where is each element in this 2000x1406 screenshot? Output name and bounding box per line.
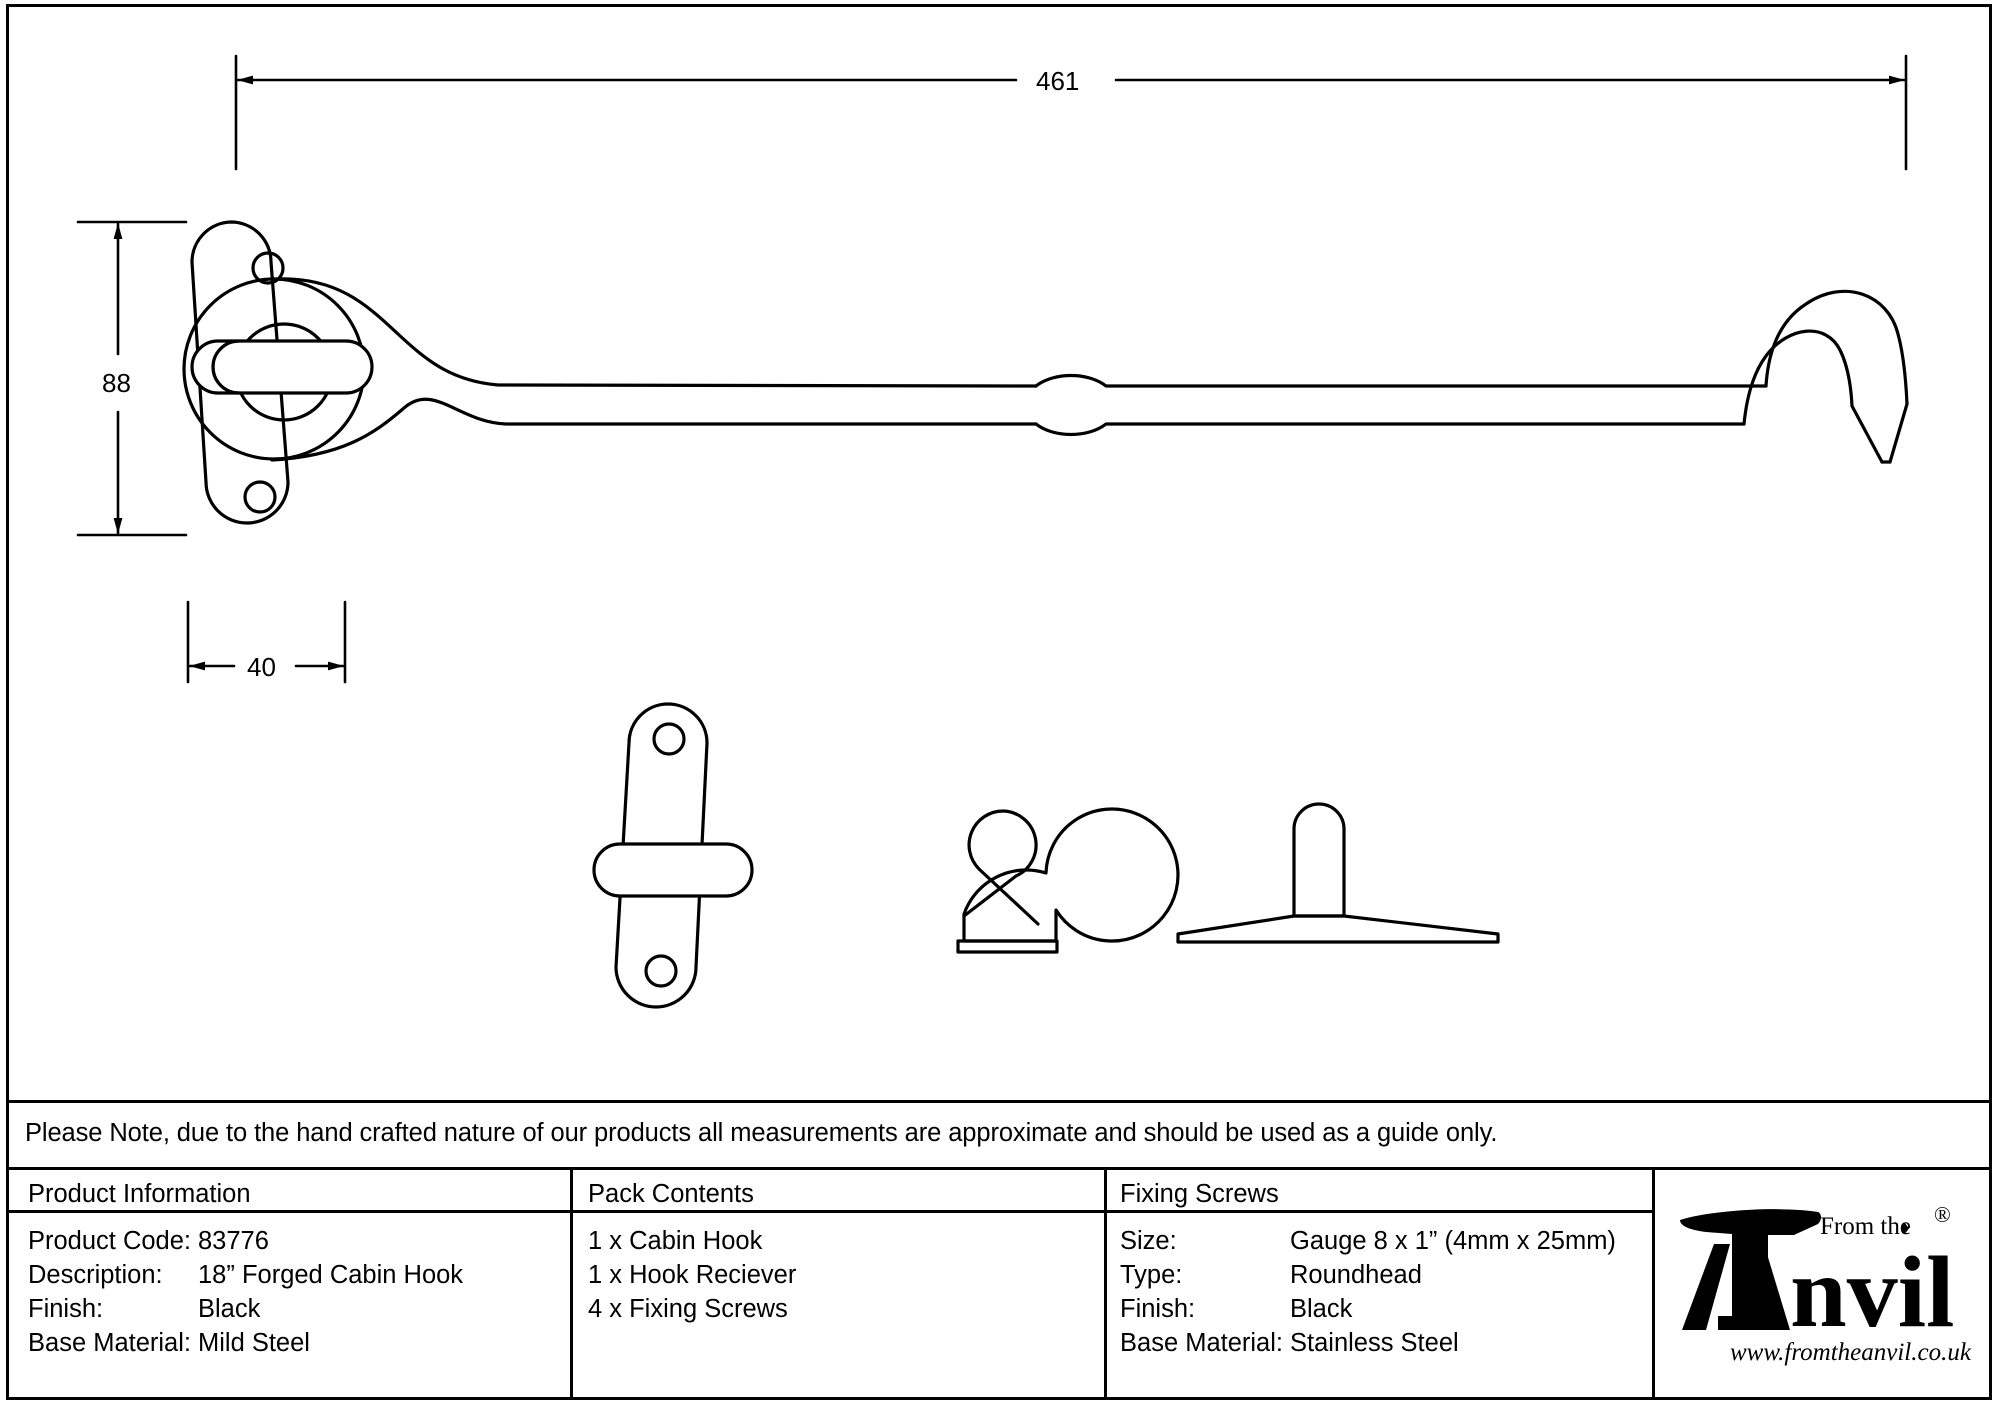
logo-from-the-text: From the [1820,1213,1911,1240]
information-block: Please Note, due to the hand crafted nat… [6,1100,1992,1400]
description-label: Description: [28,1261,163,1289]
logo-wordmark: nvil [1790,1236,1954,1349]
hook-arm-upper [272,277,1038,388]
column-header-pack-contents: Pack Contents [588,1180,754,1208]
hook-shaft-swell-top [1034,374,1768,388]
screw-base-material-label: Base Material: [1120,1329,1283,1357]
rule-col-1 [570,1167,573,1398]
receiver-screw-hole-bottom [644,954,678,988]
screw-type-label: Type: [1120,1261,1183,1289]
screw-size-value: Gauge 8 x 1” (4mm x 25mm) [1290,1227,1616,1255]
dimension-label-overall-length: 461 [1036,66,1080,96]
hook-tip-inner [1742,329,1884,464]
base-material-label: Base Material: [28,1329,191,1357]
pack-contents-list: 1 x Cabin Hook 1 x Hook Reciever 4 x Fix… [588,1224,796,1326]
list-item: 1 x Hook Reciever [588,1261,797,1289]
dimension-label-backplate-height: 88 [102,368,131,398]
table-row: Description: 18” Forged Cabin Hook [28,1258,463,1292]
receiver-backplate [614,702,709,1009]
drawing-svg [76,54,1909,1009]
product-information-table: Product Code: 83776 Description: 18” For… [28,1224,463,1360]
hook-arm-lower [270,397,1038,462]
dimension-backplate-width [186,600,347,684]
rule-block-bottom [6,1397,1992,1400]
hook-receiver-front-view [592,702,754,1009]
receiver-end-spiral2 [967,809,1040,926]
hook-shaft-swell-bottom [1034,422,1746,436]
screw-size-label: Size: [1120,1227,1177,1255]
hook-receiver-side-view [1176,802,1500,944]
screw-base-material-value: Stainless Steel [1290,1329,1459,1357]
table-row: Base Material: Mild Steel [28,1326,463,1360]
hook-receiver-end-view [956,807,1180,954]
finish-value: Black [198,1295,261,1323]
receiver-pin-bar [592,842,754,898]
hook-backplate [190,220,290,525]
table-row: Size: Gauge 8 x 1” (4mm x 25mm) [1120,1224,1616,1258]
hook-pin-bar [211,339,374,395]
receiver-end-body [962,807,1180,943]
rule-note-bottom [6,1167,1992,1170]
note-text: Please Note, due to the hand crafted nat… [25,1119,1498,1147]
screw-finish-value: Black [1290,1295,1353,1323]
screw-finish-label: Finish: [1120,1295,1196,1323]
anvil-icon [1680,1209,1821,1330]
column-header-fixing-screws: Fixing Screws [1120,1180,1279,1208]
list-item: 4 x Fixing Screws [588,1295,788,1323]
rule-col-3 [1652,1167,1655,1398]
base-material-value: Mild Steel [198,1329,310,1357]
table-row: Base Material: Stainless Steel [1120,1326,1616,1360]
receiver-side-post [1292,802,1346,918]
receiver-end-spiral [962,809,1038,918]
approximate-measurements-note: Please Note, due to the hand crafted nat… [6,1100,1992,1167]
hook-tip-outer [1764,289,1909,464]
dimension-overall-length [234,54,1908,171]
logo-diamond-icon: ♦ [1900,1218,1910,1239]
receiver-screw-hole-top [652,722,686,756]
fixing-screws-table: Size: Gauge 8 x 1” (4mm x 25mm) Type: Ro… [1120,1224,1616,1360]
table-row: Finish: Black [28,1292,463,1326]
rule-col-2 [1104,1167,1107,1398]
receiver-end-base [956,939,1059,954]
backplate-screw-hole-bottom [243,480,277,514]
receiver-side-plate [1176,914,1500,944]
dimension-backplate-height [76,220,188,537]
product-code-label: Product Code: [28,1227,192,1255]
product-code-value: 83776 [198,1227,269,1255]
dimension-label-backplate-width: 40 [247,652,276,682]
brand-logo: From the ♦ nvil ® www.fromtheanvil.co.uk [1652,1168,1992,1400]
logo-website: www.fromtheanvil.co.uk [1730,1339,1972,1366]
description-value: 18” Forged Cabin Hook [198,1261,464,1289]
table-row: Type: Roundhead [1120,1258,1616,1292]
column-header-product-information: Product Information [28,1180,251,1208]
from-the-anvil-logo-art: From the ♦ nvil ® www.fromtheanvil.co.uk [1680,1202,1972,1366]
hook-pin-bar-left [190,339,241,395]
rule-header-bottom [6,1210,1652,1213]
cabin-hook-assembly [182,220,1909,525]
rule-note-top [6,1100,1992,1103]
screw-type-value: Roundhead [1290,1261,1422,1289]
technical-drawing-area: 461 88 40 [6,4,1994,1102]
table-row: Finish: Black [1120,1292,1616,1326]
finish-label: Finish: [28,1295,104,1323]
backplate-screw-hole-top [251,251,285,285]
table-row: Product Code: 83776 [28,1224,463,1258]
list-item: 1 x Cabin Hook [588,1227,763,1255]
logo-registered-icon: ® [1934,1202,1951,1227]
